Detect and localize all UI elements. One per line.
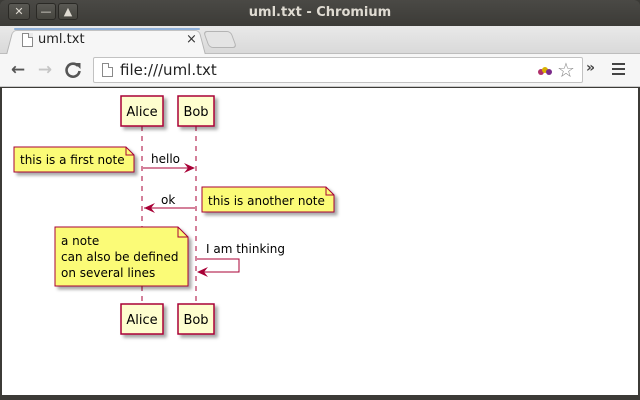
page-content: Alice Bob this is a first note hello ok [2, 88, 638, 395]
participant-bob-top: Bob [177, 95, 215, 127]
participant-alice-top: Alice [120, 95, 164, 127]
tab-accent [14, 28, 200, 30]
message-hello: hello [143, 152, 195, 173]
note-another: this is another note [201, 186, 335, 213]
tab-close-icon[interactable]: × [186, 32, 197, 47]
svg-text:ok: ok [161, 193, 175, 207]
svg-text:a note: a note [61, 234, 99, 248]
svg-text:Alice: Alice [126, 105, 157, 120]
svg-text:this is another note: this is another note [208, 194, 325, 208]
svg-text:this is a first note: this is a first note [20, 153, 125, 167]
forward-arrow-icon[interactable]: → [37, 60, 53, 80]
svg-text:hello: hello [151, 152, 180, 166]
url-text[interactable]: file:///uml.txt [120, 61, 217, 79]
window-minimize-button[interactable]: — [36, 3, 56, 20]
tab-label: uml.txt [38, 32, 85, 47]
tab-uml-content[interactable]: uml.txt × [18, 30, 206, 52]
svg-text:Bob: Bob [183, 313, 208, 328]
extension-icon[interactable] [538, 64, 552, 76]
new-tab-button[interactable] [202, 31, 238, 48]
page-icon [22, 33, 33, 47]
svg-text:Alice: Alice [126, 313, 157, 328]
reload-icon[interactable] [62, 59, 84, 81]
tab-strip [0, 26, 640, 55]
svg-text:on several lines: on several lines [61, 266, 155, 280]
note-first: this is a first note [13, 146, 135, 173]
bookmark-star-icon[interactable]: ☆ [557, 58, 575, 82]
menu-icon[interactable] [612, 62, 626, 76]
extensions-overflow-icon[interactable]: » [586, 60, 596, 76]
page-icon [102, 63, 113, 77]
window-bottom-border [0, 395, 640, 400]
svg-text:can also be defined: can also be defined [61, 250, 178, 264]
participant-bob-bottom: Bob [177, 303, 215, 335]
svg-text:Bob: Bob [183, 105, 208, 120]
window-close-button[interactable]: ✕ [8, 3, 30, 20]
address-bar[interactable]: file:///uml.txt ☆ [93, 57, 583, 83]
message-ok: ok [144, 193, 195, 213]
title-bar: ✕ — ▲ uml.txt - Chromium [0, 0, 640, 26]
sequence-diagram: Alice Bob this is a first note hello ok [13, 95, 335, 335]
message-thinking: I am thinking [197, 242, 285, 277]
window-title: uml.txt - Chromium [248, 5, 392, 20]
svg-text:I am thinking: I am thinking [206, 242, 285, 256]
back-arrow-icon[interactable]: ← [10, 60, 26, 80]
participant-alice-bottom: Alice [120, 303, 164, 335]
note-multiline: a note can also be defined on several li… [54, 226, 189, 287]
window-maximize-button[interactable]: ▲ [58, 3, 78, 20]
toolbar: ← → file:///uml.txt ☆ » [0, 54, 640, 87]
